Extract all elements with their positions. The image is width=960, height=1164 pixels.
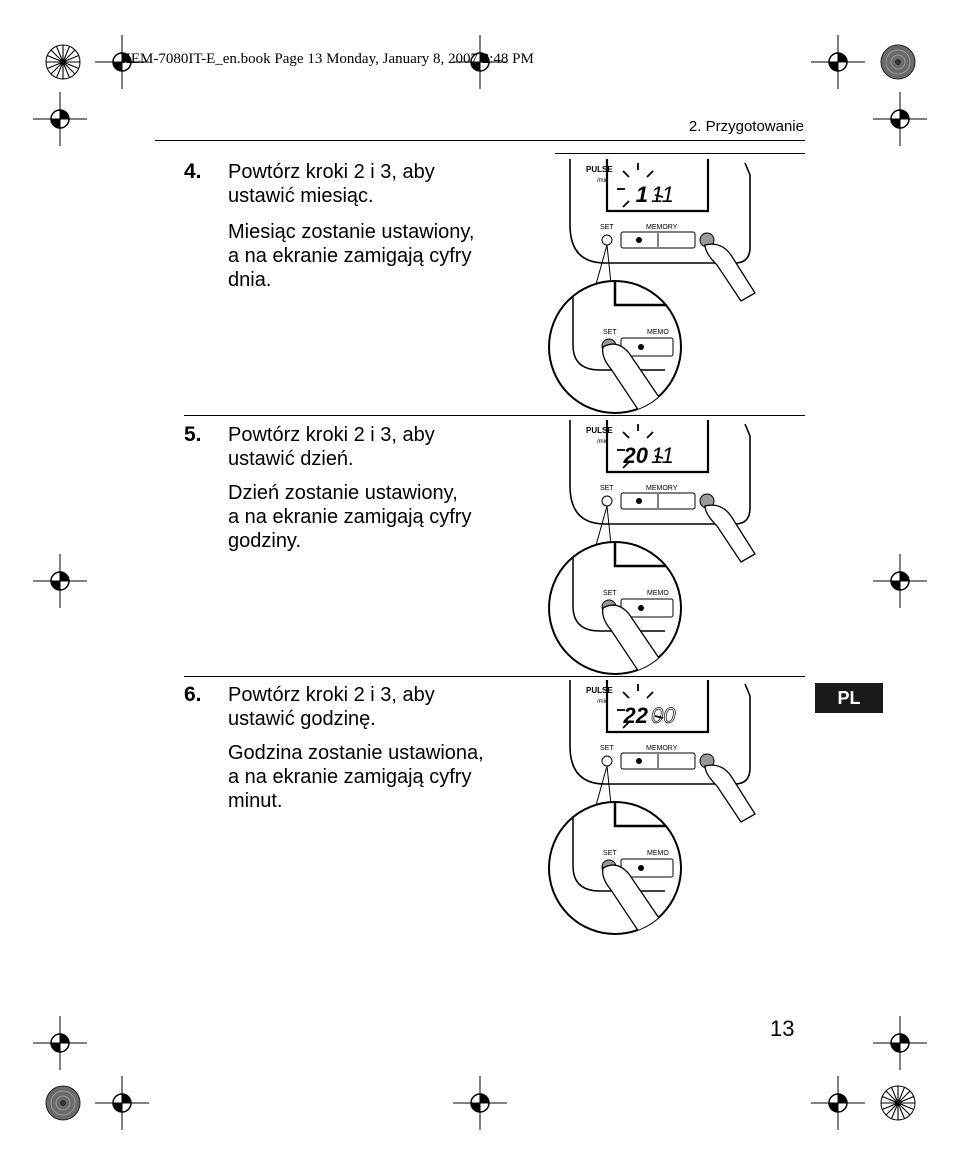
zoom-sun-icon: [638, 865, 644, 871]
memory-label: MEMORY: [646, 485, 678, 492]
zoom-set-label: SET: [603, 850, 617, 857]
section-title: 2. Przygotowanie: [688, 118, 804, 135]
zoom-set-label: SET: [603, 590, 617, 597]
magnified-view: SET MEMO: [572, 281, 674, 413]
magnified-view: SET MEMO: [572, 542, 674, 674]
zoom-memory-label: MEMO: [647, 329, 669, 336]
pulse-label: PULSE: [586, 686, 613, 695]
finger: [704, 764, 756, 823]
zoom-set-label: SET: [603, 329, 617, 336]
blink-ray: [622, 431, 630, 439]
zoom-memory-label: MEMO: [647, 590, 669, 597]
blink-ray: [646, 431, 654, 439]
device-body: [569, 420, 751, 525]
per-min-label: /min: [597, 699, 608, 705]
set-label: SET: [600, 745, 614, 752]
step-instruction: Powtórz kroki 2 i 3, aby ustawić godzinę…: [228, 684, 435, 730]
display-window: [605, 680, 710, 734]
blink-ray: [654, 194, 664, 198]
set-button: [601, 755, 613, 767]
finger: [704, 504, 756, 563]
finger: [704, 243, 756, 302]
print-header: HEM-7080IT-E_en.book Page 13 Monday, Jan…: [120, 51, 534, 67]
header-rule: [155, 140, 805, 141]
device-body: [569, 680, 751, 785]
display-digits-set: 11: [651, 443, 674, 468]
display-digits-blinking: 1: [636, 182, 648, 207]
set-label: SET: [600, 224, 614, 231]
display-digits-set: 00: [651, 703, 676, 728]
zoom-sun-icon: [638, 605, 644, 611]
set-label: SET: [600, 485, 614, 492]
memory-label: MEMORY: [646, 224, 678, 231]
sun-icon: [636, 498, 642, 504]
step-result: Miesiąc zostanie ustawiony, a na ekranie…: [228, 221, 475, 291]
sun-icon: [636, 758, 642, 764]
blink-ray: [622, 691, 630, 699]
blink-ray: [622, 170, 630, 178]
step-rule: [184, 415, 805, 416]
set-button: [601, 495, 613, 507]
display-window: [605, 420, 710, 474]
blink-ray: [654, 715, 664, 719]
blink-ray: [622, 200, 630, 208]
set-button: [601, 234, 613, 246]
display-digits-set: 11: [651, 182, 674, 207]
step-rule: [184, 676, 805, 677]
blink-ray: [622, 721, 630, 729]
display-window: [605, 159, 710, 213]
memory-label: MEMORY: [646, 745, 678, 752]
pulse-label: PULSE: [586, 426, 613, 435]
language-tab: PL: [815, 683, 883, 713]
blink-ray: [646, 691, 654, 699]
per-min-label: /min: [597, 439, 608, 445]
pulse-label: PULSE: [586, 165, 613, 174]
step-number: 5.: [184, 423, 202, 446]
page-number: 13: [770, 1016, 795, 1041]
blink-ray: [646, 170, 654, 178]
per-min-label: /min: [597, 178, 608, 184]
step-number: 6.: [184, 683, 202, 706]
step-instruction: Powtórz kroki 2 i 3, aby ustawić dzień.: [228, 424, 435, 470]
blink-ray: [654, 455, 664, 459]
step-number: 4.: [184, 160, 202, 183]
step-rule: [555, 153, 805, 154]
zoom-memory-label: MEMO: [647, 850, 669, 857]
blink-ray: [622, 461, 630, 469]
device-body: [569, 159, 751, 264]
step-instruction: Powtórz kroki 2 i 3, aby ustawić miesiąc…: [228, 161, 435, 207]
step-result: Dzień zostanie ustawiony, a na ekranie z…: [228, 482, 472, 552]
step-result: Godzina zostanie ustawiona, a na ekranie…: [228, 742, 484, 812]
zoom-sun-icon: [638, 344, 644, 350]
sun-icon: [636, 237, 642, 243]
